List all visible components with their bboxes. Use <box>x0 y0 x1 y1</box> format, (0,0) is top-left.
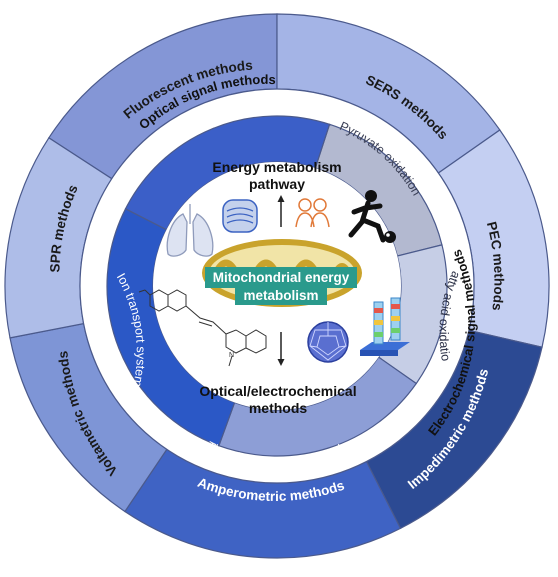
center-top-title-line1: Energy metabolism <box>212 159 341 175</box>
molecule-structure-icon: N <box>138 289 267 367</box>
inner-sector-oxphos <box>124 115 331 231</box>
lungs-icon <box>166 204 214 257</box>
up-arrow-icon <box>277 195 285 227</box>
svg-text:N: N <box>229 352 234 359</box>
mito-label-line1: Mitochondrial energy <box>213 270 350 285</box>
center-bottom-title-line2: methods <box>249 400 308 416</box>
center-bottom-title-line1: Optical/electrochemical <box>199 383 356 399</box>
kidney-icon <box>222 199 258 233</box>
outer-method-ring <box>4 13 550 559</box>
mito-label-line2: metabolism <box>243 288 318 303</box>
mito-label-bg-2 <box>235 286 327 305</box>
mito-label-bg <box>205 267 357 288</box>
running-person-icon <box>348 190 396 243</box>
center-top-title-line2: pathway <box>249 176 305 192</box>
down-arrow-icon <box>277 332 285 366</box>
fullerene-icon <box>307 321 349 363</box>
people-icon <box>295 198 330 228</box>
electrode-icon <box>360 297 410 356</box>
